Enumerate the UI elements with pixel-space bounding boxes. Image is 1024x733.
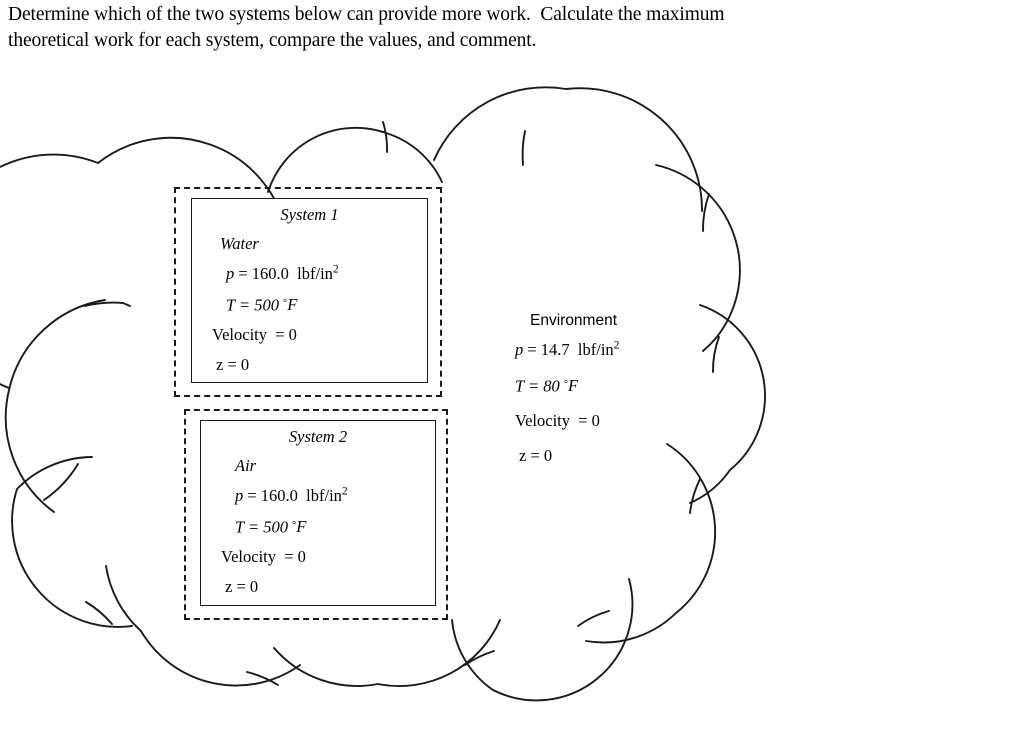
system-2-substance: Air: [235, 456, 257, 475]
system-2-temperature-unit: F: [292, 517, 306, 536]
problem-statement: Determine which of the two systems below…: [8, 2, 1016, 54]
system-1-pressure-exponent: 2: [332, 263, 339, 276]
system-2-title: System 2: [288, 427, 348, 446]
system-2-properties: Air p = 160.0 lbf/in2 T = 500 F Velocity…: [201, 451, 435, 602]
system-1-velocity: Velocity = 0: [212, 325, 297, 345]
environment-elevation: z = 0: [519, 446, 553, 466]
system-2-velocity: Velocity = 0: [221, 547, 306, 567]
system-2-panel: System 2 Air p = 160.0 lbf/in2 T = 500 F…: [200, 420, 436, 606]
system-1-pressure-symbol: p: [226, 264, 235, 283]
system-2-pressure-exponent: 2: [341, 485, 348, 498]
system-2-boundary: System 2 Air p = 160.0 lbf/in2 T = 500 F…: [184, 409, 448, 620]
system-1-temperature-unit: F: [283, 295, 297, 314]
system-2-elevation: z = 0: [225, 577, 259, 597]
system-1-elevation: z = 0: [216, 355, 250, 375]
system-1-boundary: System 1 Water p = 160.0 lbf/in2 T = 500…: [174, 187, 442, 397]
system-2-pressure-symbol: p: [235, 486, 244, 505]
environment-properties: Environment p = 14.7 lbf/in2 T = 80 F Ve…: [515, 310, 715, 473]
environment-temperature-unit: F: [564, 376, 578, 395]
environment-pressure-value: = 14.7 lbf/in: [523, 340, 614, 359]
environment-pressure-symbol: p: [515, 340, 524, 359]
system-2-temperature: T = 500 F: [221, 511, 435, 542]
system-2-pressure-value: = 160.0 lbf/in: [243, 486, 342, 505]
environment-velocity: Velocity = 0: [515, 411, 600, 431]
problem-statement-line-1: Determine which of the two systems below…: [8, 4, 725, 25]
environment-pressure-exponent: 2: [613, 339, 620, 352]
system-1-substance: Water: [220, 234, 259, 253]
system-1-pressure: p = 160.0 lbf/in2: [212, 259, 427, 289]
system-1-title: System 1: [280, 205, 339, 224]
system-1-pressure-value: = 160.0 lbf/in: [234, 264, 333, 283]
system-2-temperature-value: T = 500: [235, 517, 293, 537]
system-1-panel: System 1 Water p = 160.0 lbf/in2 T = 500…: [191, 198, 428, 383]
environment-title: Environment: [530, 312, 618, 329]
system-1-temperature-value: T = 500: [226, 295, 284, 315]
problem-statement-line-2: theoretical work for each system, compar…: [8, 30, 537, 51]
environment-temperature: T = 80 F: [515, 367, 715, 403]
system-1-properties: Water p = 160.0 lbf/in2 T = 500 F Veloci…: [192, 229, 427, 380]
environment-temperature-value: T = 80: [515, 376, 564, 396]
environment-pressure: p = 14.7 lbf/in2: [515, 332, 715, 367]
system-2-pressure: p = 160.0 lbf/in2: [221, 481, 435, 511]
system-1-temperature: T = 500 F: [212, 289, 427, 320]
